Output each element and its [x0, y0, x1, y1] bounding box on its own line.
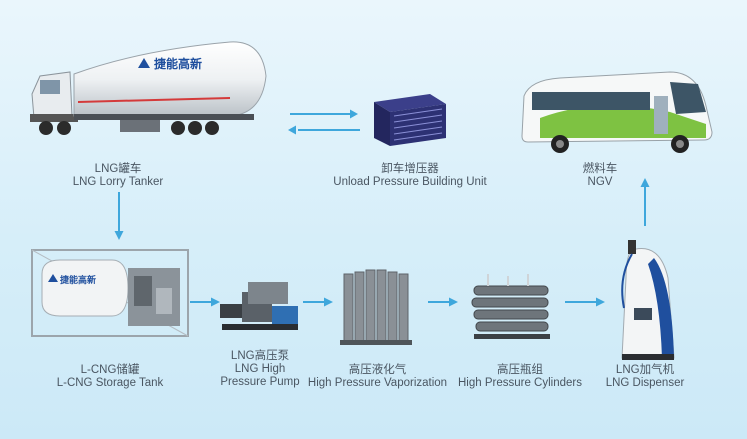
- ngv-label-cn: 燃料车: [582, 163, 618, 175]
- dispenser-label-cn: LNG加气机: [615, 364, 675, 376]
- bus-icon: [521, 71, 713, 153]
- storage-tank-caption: L-CNG储罐 L-CNG Storage Tank: [50, 364, 170, 390]
- storage-brand-text: 捷能高新: [60, 275, 97, 285]
- vaporizer-icon: [340, 269, 412, 345]
- dispenser-label-en: LNG Dispenser: [605, 377, 685, 389]
- unload-unit-caption: 卸车增压器 Unload Pressure Building Unit: [330, 163, 490, 189]
- cylinders-icon: [471, 274, 550, 339]
- high-pressure-vaporizer: [338, 266, 418, 348]
- unload-pressure-building-unit: [370, 90, 450, 150]
- cylinders-caption: 高压瓶组 High Pressure Cylinders: [455, 364, 585, 390]
- vaporizer-label-cn: 高压液化气: [348, 364, 407, 376]
- storage-tank-label-en: L-CNG Storage Tank: [56, 377, 164, 389]
- lng-tanker-caption: LNG罐车 LNG Lorry Tanker: [58, 163, 178, 189]
- lng-high-pressure-pump: [218, 278, 302, 334]
- lng-tanker-label-en: LNG Lorry Tanker: [72, 176, 164, 188]
- cylinders-label-cn: 高压瓶组: [497, 364, 543, 376]
- pump-label-cn: LNG高压泵: [230, 350, 290, 362]
- storage-tank-label-cn: L-CNG储罐: [80, 364, 140, 376]
- dispenser-icon: [621, 240, 675, 360]
- cylinders-label-en: High Pressure Cylinders: [458, 377, 582, 389]
- high-pressure-cylinders: [468, 274, 558, 344]
- ngv-bus: [520, 66, 720, 156]
- ngv-caption: 燃料车 NGV: [560, 163, 640, 189]
- tanker-brand-text: 捷能高新: [154, 57, 203, 71]
- dispenser-caption: LNG加气机 LNG Dispenser: [590, 364, 700, 390]
- lng-dispenser: [608, 238, 688, 364]
- storage-tank-icon: [31, 249, 189, 337]
- pump-caption: LNG高压泵 LNG High Pressure Pump: [205, 350, 315, 389]
- unload-unit-label-en: Unload Pressure Building Unit: [333, 176, 487, 188]
- lcng-storage-tank: 捷能高新: [30, 248, 190, 340]
- pump-label-en-1: LNG High: [234, 363, 286, 375]
- tanker-truck-icon: [30, 41, 267, 135]
- pump-icon: [220, 282, 298, 330]
- pump-label-en-2: Pressure Pump: [220, 376, 300, 388]
- ngv-label-en: NGV: [587, 176, 613, 188]
- unload-unit-label-cn: 卸车增压器: [381, 163, 439, 175]
- pressure-unit-icon: [374, 94, 446, 146]
- vaporizer-caption: 高压液化气 High Pressure Vaporization: [305, 364, 450, 390]
- vaporizer-label-en: High Pressure Vaporization: [307, 377, 448, 389]
- lng-lorry-tanker: 捷能高新: [30, 36, 270, 141]
- lng-tanker-label-cn: LNG罐车: [94, 163, 142, 175]
